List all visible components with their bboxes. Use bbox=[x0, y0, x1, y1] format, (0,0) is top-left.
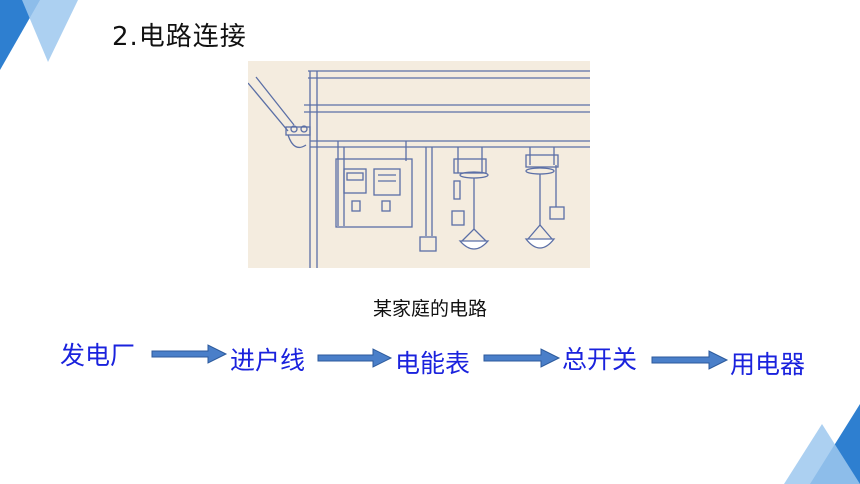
arrow-icon bbox=[651, 350, 729, 370]
flow-step-main-switch: 总开关 bbox=[562, 345, 638, 374]
figure-caption: 某家庭的电路 bbox=[372, 298, 487, 320]
flow-step-power-plant: 发电厂 bbox=[60, 341, 136, 370]
arrow-icon bbox=[151, 344, 228, 364]
corner-decoration-top-left bbox=[0, 0, 78, 70]
flow-step-service-line: 进户线 bbox=[230, 346, 306, 375]
flow-step-electric-meter: 电能表 bbox=[395, 349, 471, 378]
slide-title: 2.电路连接 bbox=[112, 22, 247, 52]
household-circuit-illustration bbox=[248, 61, 590, 268]
arrow-icon bbox=[317, 348, 393, 368]
corner-decoration-bottom-right bbox=[784, 404, 860, 484]
flow-step-appliances: 用电器 bbox=[730, 350, 806, 379]
arrow-icon bbox=[483, 348, 561, 368]
